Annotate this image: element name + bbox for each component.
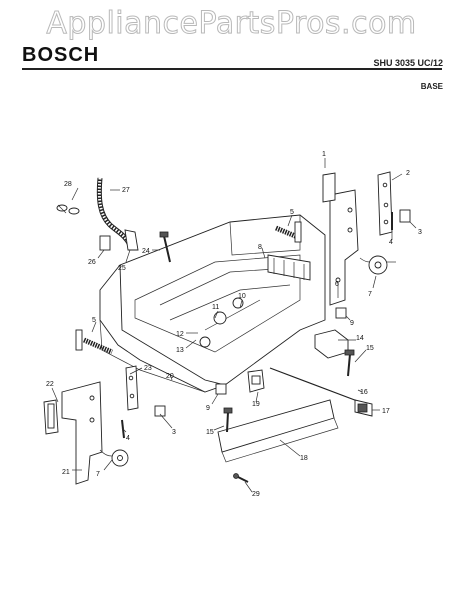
- clip-3-right: [399, 209, 411, 223]
- clamp-19: [247, 369, 265, 393]
- hinge-2: [377, 171, 393, 236]
- knob-17: [354, 399, 373, 417]
- callout-15-right: 15: [366, 345, 374, 352]
- callout-22: 22: [46, 381, 54, 388]
- callout-28: 28: [64, 181, 72, 188]
- callout-21: 21: [62, 469, 70, 476]
- callout-13: 13: [176, 347, 184, 354]
- hinge-bracket-21: [61, 381, 103, 485]
- clip-3-center: [154, 405, 166, 417]
- leaders: [51, 158, 417, 493]
- callout-27: 27: [122, 187, 130, 194]
- callout-1: 1: [322, 151, 326, 158]
- callout-6: 6: [335, 281, 339, 288]
- leader-10: [239, 299, 243, 309]
- callout-labels: 1 2 3 4 5 6 7 8 9 10 11 12 13 14 15 16 1…: [46, 151, 422, 498]
- callout-7-right: 7: [368, 291, 372, 298]
- leader-13: [185, 339, 197, 349]
- callout-25: 25: [118, 265, 126, 272]
- callout-26: 26: [88, 259, 96, 266]
- callout-4-left: 4: [126, 435, 130, 442]
- callout-5-upper: 5: [290, 209, 294, 216]
- callout-2: 2: [406, 170, 410, 177]
- hinge-bracket-6: [329, 189, 359, 306]
- callout-8: 8: [258, 244, 262, 251]
- screw-29: [233, 473, 249, 483]
- bracket-1: [322, 172, 336, 203]
- cam-7-left: [99, 449, 129, 467]
- brand-logo: BOSCH: [22, 44, 100, 66]
- callout-11: 11: [212, 304, 219, 311]
- kick-plate-18: [217, 399, 339, 463]
- callout-3-right: 3: [418, 229, 422, 236]
- screw-15-right: [344, 349, 355, 377]
- callout-29: 29: [252, 491, 260, 498]
- callout-7-left: 7: [96, 471, 100, 478]
- callout-3-center: 3: [172, 429, 176, 436]
- callout-16: 16: [360, 389, 368, 396]
- callout-12: 12: [176, 331, 184, 338]
- callout-23: 23: [144, 365, 152, 372]
- screw-15-center: [223, 407, 233, 433]
- bracket-26: [99, 235, 111, 251]
- callout-14: 14: [356, 335, 364, 342]
- callout-9-center: 9: [206, 405, 210, 412]
- clip-9-right: [335, 307, 347, 319]
- callout-10: 10: [238, 293, 246, 300]
- watermark: AppliancePartsPros.com: [46, 6, 417, 42]
- callout-18: 18: [300, 455, 308, 462]
- callout-24: 24: [142, 248, 150, 255]
- box-14: [314, 329, 349, 359]
- cam-7-right: [359, 255, 396, 275]
- callout-5-lower: 5: [92, 317, 96, 324]
- hinge-arm-23: [125, 365, 139, 411]
- model-number: SHU 3035 UC/12: [373, 58, 443, 68]
- callout-20: 20: [166, 373, 174, 380]
- clamps: [56, 204, 80, 215]
- callout-4-right: 4: [389, 239, 393, 246]
- callout-9-right: 9: [350, 320, 354, 327]
- section-title: BASE: [420, 82, 443, 91]
- clip-9-center: [215, 383, 227, 395]
- leader-11: [214, 310, 219, 319]
- spring-5-upper: [275, 221, 302, 243]
- callout-19: 19: [252, 401, 260, 408]
- callout-17: 17: [382, 408, 390, 415]
- header-rule: [22, 68, 442, 70]
- screw-24: [159, 231, 171, 263]
- hinge-22: [43, 399, 59, 435]
- slide-rail-8: [267, 254, 311, 281]
- callout-15-center: 15: [206, 429, 214, 436]
- spring-5-lower: [75, 329, 113, 355]
- hose: [96, 177, 139, 251]
- rod-16: [269, 367, 361, 403]
